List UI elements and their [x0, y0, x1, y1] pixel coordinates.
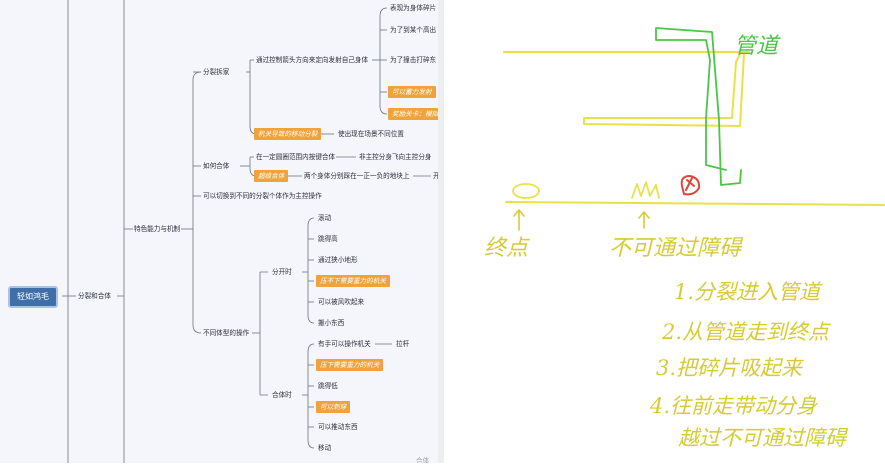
node-split-item-6[interactable]: 搬小东西 [318, 319, 345, 327]
start-label: 终点 [484, 236, 529, 261]
node-merge-item-4[interactable]: 可以刺穿 [316, 401, 351, 413]
node-merge-item-1[interactable]: 有手可以操作机关 [318, 340, 371, 348]
panel-divider [438, 0, 444, 463]
node-launch-child-4[interactable]: 可以蓄力发射 [388, 86, 436, 98]
note-5: 越过不可通过障碍 [678, 426, 846, 450]
node-launch-child-1[interactable]: 表现为身体碎片 [390, 4, 437, 12]
green-pipe [655, 27, 742, 186]
node-bottom-cut: 合体 [416, 457, 430, 463]
node-split-disassemble[interactable]: 分裂拆家 [203, 68, 230, 76]
obstacle-mark [631, 181, 660, 199]
node-features[interactable]: 特色能力与机制 [134, 225, 181, 233]
note-1: 1.分裂进入管道 [674, 280, 821, 304]
node-auto-merge-tail[interactable]: 开 [433, 172, 438, 180]
node-mechanism[interactable]: 机关导致的移动分裂 [254, 128, 322, 140]
start-blob [512, 183, 540, 199]
node-split-item-1[interactable]: 滚动 [318, 214, 332, 222]
node-merge-state[interactable]: 合体时 [272, 391, 292, 399]
pipe-shape [583, 53, 745, 127]
node-lever[interactable]: 拉杆 [396, 340, 410, 348]
note-2: 2.从管道走到终点 [662, 320, 830, 344]
node-auto-merge[interactable]: 超级合体 [254, 170, 289, 182]
node-split-item-2[interactable]: 跳得高 [318, 235, 338, 243]
node-split-state[interactable]: 分开时 [272, 268, 292, 276]
obstacle-arrow [638, 211, 650, 229]
node-split-merge[interactable]: 分裂和合体 [78, 292, 111, 300]
sketch-panel: 管道 终点 不可通过障碍 1.分裂进入管道 2.从管道走到终点 3.把碎片吸起来… [444, 0, 885, 463]
node-split-item-3[interactable]: 通过狭小地形 [318, 256, 358, 264]
ground-line [505, 201, 885, 206]
node-auto-merge-child[interactable]: 两个身体分别踩在一正一负的地块上 [304, 172, 410, 180]
start-arrow [513, 209, 525, 231]
node-merge-item-3[interactable]: 跳得低 [318, 382, 338, 390]
red-character [680, 175, 701, 196]
node-split-item-5[interactable]: 可以被风吹起来 [318, 298, 365, 306]
node-switch-body[interactable]: 可以切换到不同的分裂个体作为主控操作 [203, 192, 322, 200]
node-press-key-child[interactable]: 非主控分身飞向主控分身 [359, 153, 432, 161]
node-press-key[interactable]: 在一定圆圈范围内按键合体 [256, 153, 336, 161]
node-launch-child-2[interactable]: 为了到某个高出 [390, 26, 437, 34]
node-merge-item-6[interactable]: 移动 [318, 444, 332, 452]
node-mechanism-child[interactable]: 使出现在场景不同位置 [338, 130, 404, 138]
sketch-drawing [502, 27, 885, 231]
node-launch-child-5[interactable]: 奖励关卡：模拟 [388, 108, 438, 120]
node-launch-child-3[interactable]: 为了撞击打碎东 [390, 56, 437, 64]
node-merge-item-2[interactable]: 压下需要重力的机关 [316, 359, 384, 371]
node-merge-item-5[interactable]: 可以推动东西 [318, 423, 358, 431]
node-split-item-4[interactable]: 压不下需要重力的机关 [316, 275, 390, 287]
node-different-ops[interactable]: 不同体型的操作 [203, 329, 250, 337]
node-launch[interactable]: 通过控制箭头方向来定向发射自己身体 [256, 56, 369, 64]
root-node[interactable]: 轻如鸿毛 [8, 286, 58, 308]
node-merge-how[interactable]: 如何合体 [203, 162, 230, 170]
note-4: 4.往前走带动分身 [650, 394, 818, 418]
note-3: 3.把碎片吸起来 [656, 356, 803, 380]
pipe-label: 管道 [734, 34, 779, 59]
obstacle-label: 不可通过障碍 [609, 236, 742, 261]
mindmap-panel: 轻如鸿毛 分裂和合体 特色能力与机制 分裂拆家 通过控制箭头方向来定向发射自己身… [0, 0, 438, 463]
